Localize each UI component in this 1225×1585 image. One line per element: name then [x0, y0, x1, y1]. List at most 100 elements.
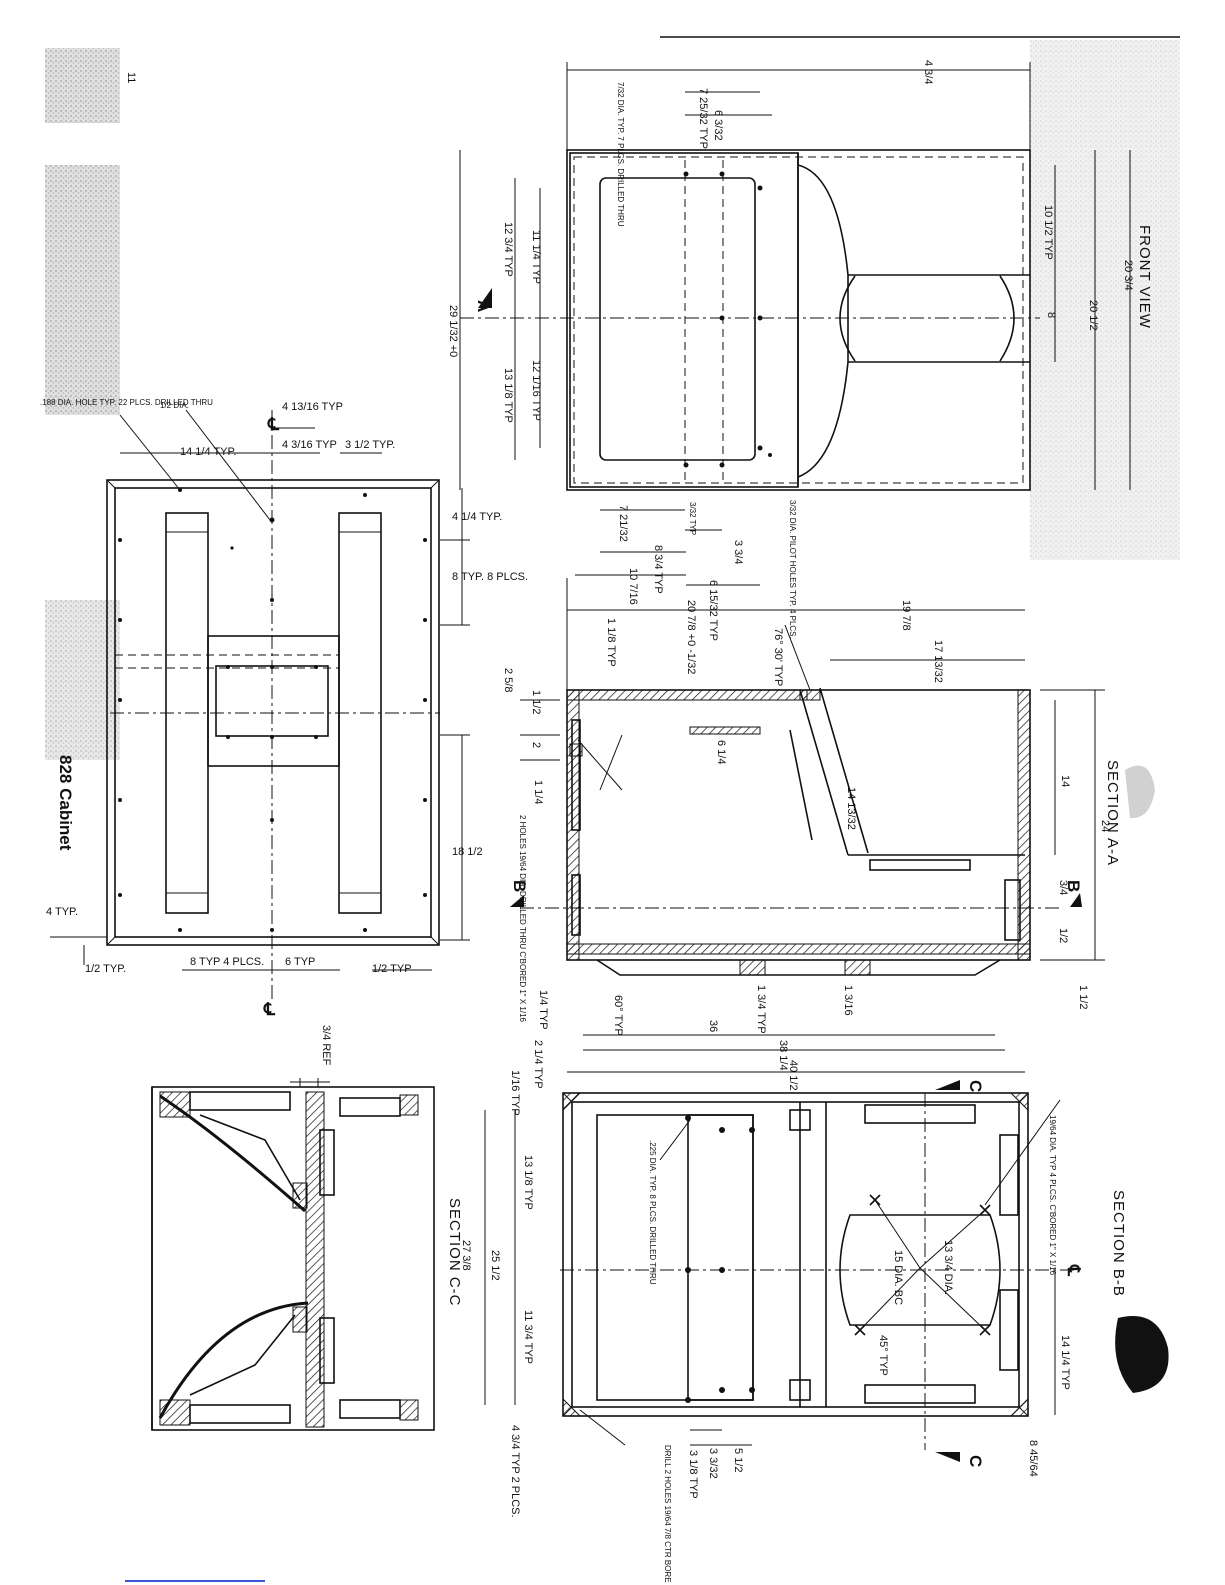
dim-4-3-16: 4 3/16 TYP	[282, 439, 337, 451]
dim-3-3-32: 3 3/32	[707, 1448, 719, 1479]
dim-36: 36	[707, 1020, 719, 1032]
dim-12-3-4: 12 3/4 TYP	[502, 222, 514, 277]
dim-1-4-typ: 1/4 TYP	[537, 990, 549, 1030]
dim-6-1-4: 6 1/4	[715, 740, 727, 764]
dim-8-45: 8 45/64	[1027, 1440, 1039, 1477]
dim-1-2-dia: 1/2 DIA.	[160, 401, 189, 410]
dim-1-16: 1/16 TYP	[509, 1070, 521, 1116]
dim-10-7-16: 10 7/16	[627, 568, 639, 605]
marker-cl-bb: ℄	[1064, 1264, 1083, 1277]
dim-1-1-2: 1 1/2	[530, 690, 542, 714]
dim-27: 27 3/8	[460, 1240, 472, 1271]
dim-14: 14	[1059, 775, 1071, 787]
marker-c-top: C	[966, 1080, 985, 1092]
note-pilot-holes: 3/32 DIA. PILOT HOLES TYP. 4 PLCS.	[788, 500, 797, 639]
dim-17: 17 13/32	[932, 640, 944, 683]
dim-4-1-4: 4 1/4 TYP.	[452, 511, 502, 523]
dim-60: 60° TYP	[612, 995, 624, 1036]
dim-13-1-8: 13 1/8 TYP	[502, 368, 514, 423]
dim-13-3-4: 13 3/4 DIA.	[942, 1240, 954, 1295]
plan-view	[50, 409, 470, 1000]
section-cc	[151, 1078, 435, 1431]
dim-19-7-8: 19 7/8	[900, 600, 912, 631]
dim-25: 25 1/2	[489, 1250, 501, 1281]
dim-1-2-typ-right: 1/2 TYP	[372, 963, 412, 975]
dim-10: 10 1/2 TYP	[1042, 205, 1054, 260]
dim-1-3-16: 1 3/16	[842, 985, 854, 1016]
dim-40: 40 1/2	[787, 1060, 799, 1091]
dim-2-1-4: 2 1/4 TYP	[532, 1040, 544, 1089]
dim-24: 24	[1099, 820, 1111, 832]
front-view	[459, 62, 1131, 586]
dim-7-21: 7 21/32	[617, 505, 629, 542]
dim-1-1-8: 1 1/8 TYP	[605, 618, 617, 667]
dim-3-1-2: 3 1/2 TYP.	[345, 439, 395, 451]
dim-4-13: 4 13/16 TYP	[282, 401, 343, 413]
section-aa-labels: 20 7/8 +0 -1/32 19 7/8 17 13/32 76° 30' …	[502, 600, 1121, 1091]
dim-14-13: 14 13/32	[845, 787, 857, 830]
section-aa	[510, 578, 1105, 1073]
dim-3-4-ref: 3/4 REF	[320, 1025, 332, 1066]
dim-45: 45° TYP	[877, 1335, 889, 1376]
note-19-64: 19/64 DIA. TYP 4 PLCS. C'BORED 1" X 1/16	[1048, 1115, 1057, 1276]
marker-cl-bottom: ℄	[263, 1000, 276, 1019]
dim-3-32: 3/32 TYP	[688, 502, 697, 535]
note-drill: DRILL 2 HOLES 19/64 7/8 CTR BORE 1/16 DE…	[663, 1445, 672, 1585]
dim-8: 8	[1045, 312, 1057, 318]
marker-b-right: B	[1064, 880, 1083, 892]
dim-20-7-8: 20 7/8 +0 -1/32	[685, 600, 697, 674]
dim-2: 2	[530, 742, 542, 748]
scan-artifacts	[45, 36, 1180, 1393]
dim-20: 20 1/2	[1087, 300, 1099, 331]
dim-3-4: 3/4	[1057, 880, 1069, 895]
label-front-view: FRONT VIEW	[1136, 225, 1153, 329]
section-bb	[484, 1080, 1080, 1462]
note-225: .225 DIA. TYP. 8 PLCS. DRILLED THRU	[648, 1140, 657, 1285]
plan-view-labels: .188 DIA. HOLE TYP. 22 PLCS. DRILLED THR…	[40, 398, 528, 1019]
dim-8-bottom: 8 TYP 4 PLCS.	[190, 956, 264, 968]
label-section-bb: SECTION B-B	[1110, 1190, 1127, 1297]
section-cc-labels: 3/4 REF SECTION C-C	[320, 1025, 463, 1307]
marker-a-top: A	[474, 300, 493, 312]
cabinet-title: 828 Cabinet	[56, 755, 75, 851]
dim-5-1-2: 5 1/2	[732, 1448, 744, 1472]
dim-20b: 20 3/4	[1122, 260, 1134, 291]
dim-overall-width: 4 3/4	[922, 60, 934, 84]
dim-14-1-4: 14 1/4 TYP	[1059, 1335, 1071, 1390]
bottom-link-bar[interactable]	[125, 1580, 265, 1582]
dim-8-typ: 8 TYP. 8 PLCS.	[452, 571, 528, 583]
label-section-cc: SECTION C-C	[446, 1198, 463, 1307]
page-labels: 11 828 Cabinet	[56, 72, 137, 851]
corner-mark: 11	[125, 72, 137, 83]
dim-18-1-2: 18 1/2	[452, 846, 483, 858]
dim-1-1-4: 1 1/4	[532, 780, 544, 804]
dim-76: 76° 30' TYP	[772, 628, 784, 686]
dim-4-3-4: 4 3/4 TYP 2 PLCS.	[509, 1425, 521, 1518]
marker-cl-top: ℄	[267, 415, 280, 434]
marker-b-left: B	[510, 880, 529, 892]
dim-6-bottom: 6 TYP	[285, 956, 315, 968]
dim-3-4: 3 3/4	[732, 540, 744, 564]
note-2-holes: 2 HOLES 19/64 DIA. DRILLED THRU C'BORED …	[518, 815, 527, 1023]
front-view-labels: 4 3/4 7/32 DIA. TYP. 7 PLCS. DRILLED THR…	[447, 60, 1153, 641]
dim-29: 29 1/32 +0	[447, 305, 459, 357]
dim-11-3-4: 11 3/4 TYP	[522, 1310, 534, 1364]
marker-c-bottom: C	[966, 1455, 985, 1467]
dim-14-1-4: 14 1/4 TYP.	[180, 446, 236, 458]
dim-7-32-dia: 7/32 DIA. TYP. 7 PLCS. DRILLED THRU	[616, 82, 625, 227]
dim-1-1-2-b: 1 1/2	[1077, 985, 1089, 1009]
dim-1-3-4: 1 3/4 TYP	[755, 985, 767, 1034]
note-188-hole: .188 DIA. HOLE TYP. 22 PLCS. DRILLED THR…	[40, 398, 213, 407]
dim-11-1-4: 11 1/4 TYP	[530, 230, 542, 284]
dim-2-5-8: 2 5/8	[502, 668, 514, 692]
dim-3-1-8: 3 1/8 TYP	[687, 1450, 699, 1499]
dim-4-typ: 4 TYP.	[46, 906, 78, 918]
dim-1-2-typ: 1/2 TYP.	[85, 963, 126, 975]
dim-8-3-4: 8 3/4 TYP	[652, 545, 664, 594]
dim-12-1-16: 12 1/16 TYP	[530, 360, 542, 421]
dim-15: 15 DIA. BC	[892, 1250, 904, 1305]
dim-13-1-8: 13 1/8 TYP	[522, 1155, 534, 1210]
dim-38: 38 1/4	[777, 1040, 789, 1071]
dim-6-3: 6 3/32	[712, 110, 724, 141]
